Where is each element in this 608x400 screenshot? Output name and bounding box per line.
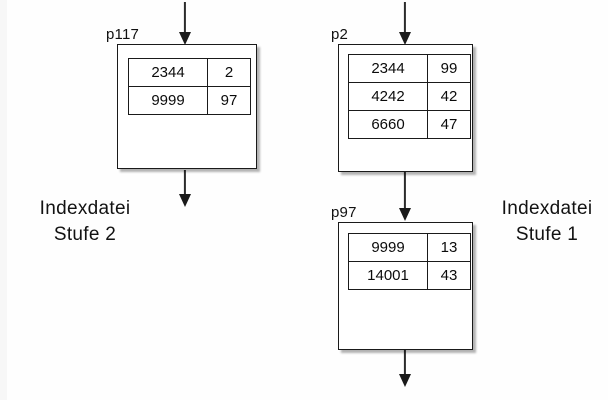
key-cell: 9999 bbox=[348, 233, 428, 262]
left-edge-strip bbox=[0, 0, 7, 400]
key-table-p97: 9999 13 14001 43 bbox=[348, 233, 471, 290]
value-cell: 43 bbox=[427, 261, 471, 290]
value-cell: 99 bbox=[427, 54, 471, 83]
table-row: 9999 13 bbox=[348, 233, 471, 262]
key-cell: 14001 bbox=[348, 261, 428, 290]
key-table-p117: 2344 2 9999 97 bbox=[128, 58, 251, 115]
value-cell: 47 bbox=[427, 110, 471, 139]
value-cell: 97 bbox=[207, 86, 251, 115]
table-row: 2344 99 bbox=[348, 54, 471, 83]
key-cell: 6660 bbox=[348, 110, 428, 139]
key-table-p2: 2344 99 4242 42 6660 47 bbox=[348, 54, 471, 139]
node-label-p2: p2 bbox=[331, 26, 349, 43]
table-row: 14001 43 bbox=[348, 261, 471, 290]
caption-level-2-line2: Stufe 2 bbox=[53, 224, 117, 245]
node-label-p117: p117 bbox=[106, 26, 140, 43]
key-cell: 2344 bbox=[128, 58, 208, 87]
node-label-p97: p97 bbox=[331, 204, 357, 221]
key-cell: 9999 bbox=[128, 86, 208, 115]
caption-level-1: Indexdatei Stufe 1 bbox=[488, 196, 606, 248]
value-cell: 42 bbox=[427, 82, 471, 111]
table-row: 6660 47 bbox=[348, 110, 471, 139]
table-row: 4242 42 bbox=[348, 82, 471, 111]
key-cell: 2344 bbox=[348, 54, 428, 83]
value-cell: 13 bbox=[427, 233, 471, 262]
table-row: 2344 2 bbox=[128, 58, 251, 87]
value-cell: 2 bbox=[207, 58, 251, 87]
caption-level-1-line1: Indexdatei bbox=[501, 198, 593, 219]
caption-level-2-line1: Indexdatei bbox=[39, 198, 131, 219]
caption-level-2: Indexdatei Stufe 2 bbox=[10, 196, 160, 248]
caption-level-1-line2: Stufe 1 bbox=[515, 224, 579, 245]
key-cell: 4242 bbox=[348, 82, 428, 111]
table-row: 9999 97 bbox=[128, 86, 251, 115]
